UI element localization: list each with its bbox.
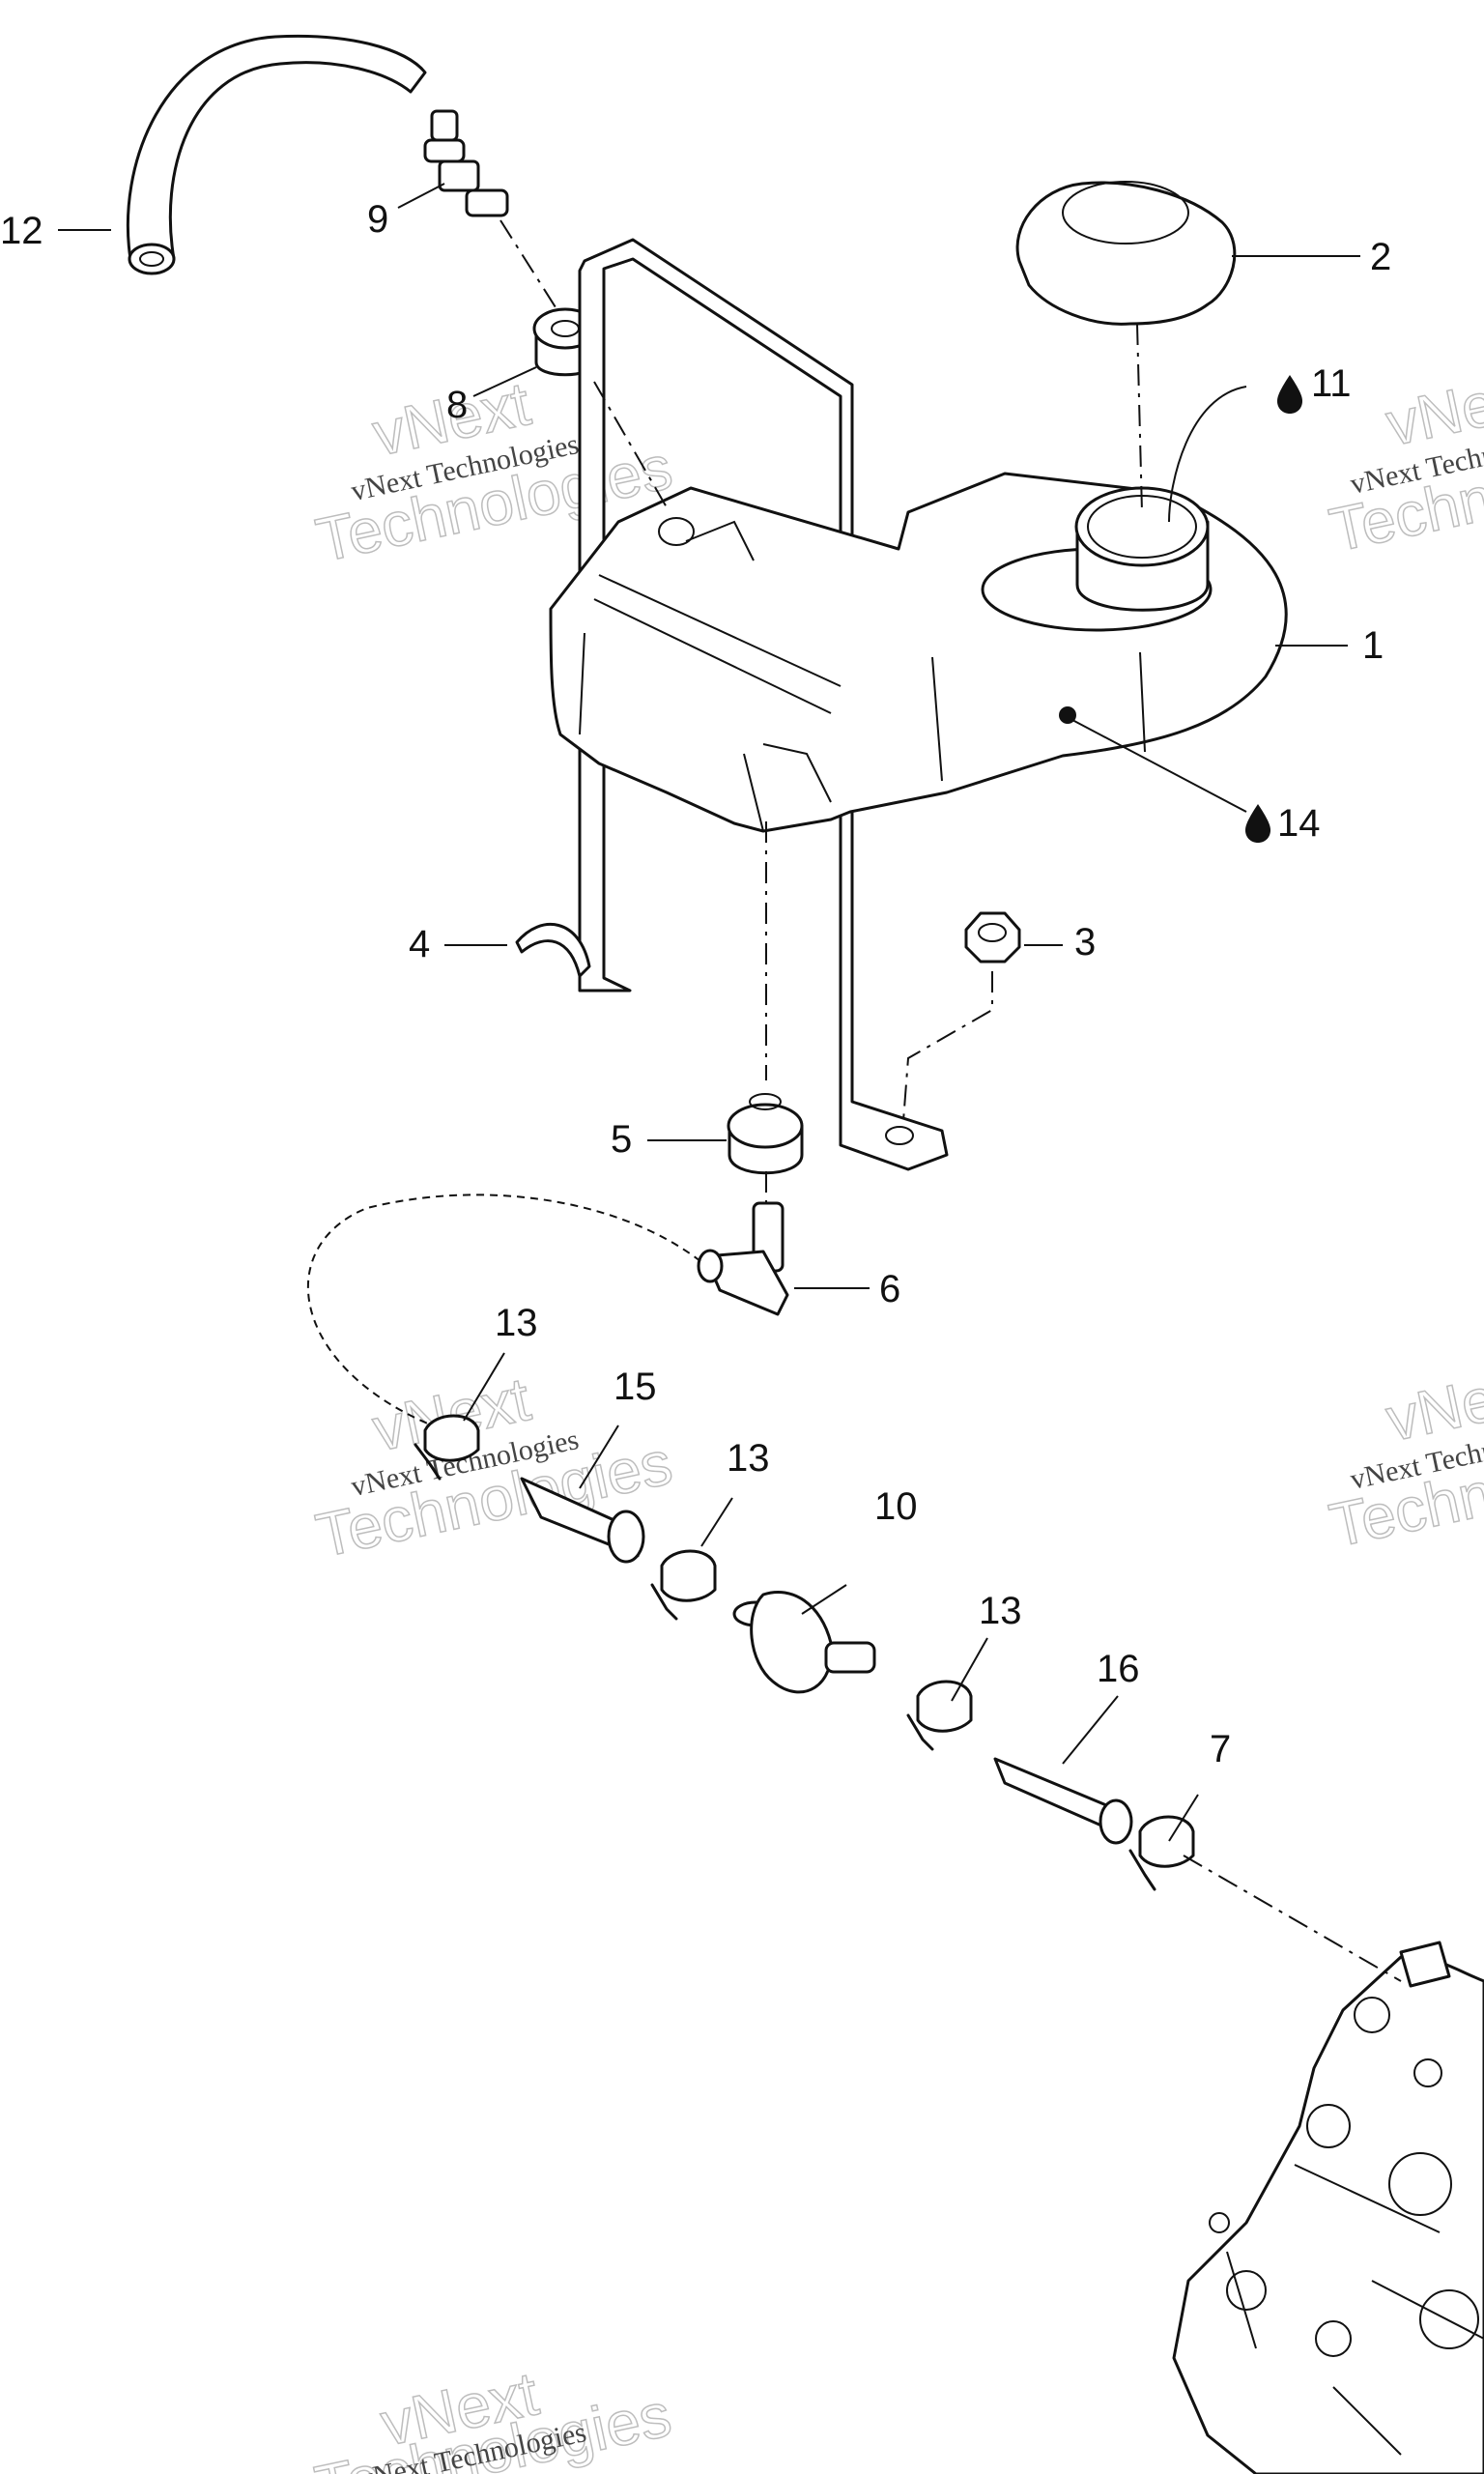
alignment-line [593, 381, 668, 508]
tank-cap [1015, 181, 1237, 326]
watermark-middle-right: vNext Technologies vNext Technologies [1323, 1353, 1484, 1562]
callout-8: 8 [446, 384, 468, 426]
callout-11: 11 [1311, 362, 1352, 405]
callout-13: 13 [727, 1437, 770, 1480]
alignment-line [1183, 1855, 1402, 1982]
callout-4: 4 [409, 923, 430, 965]
callout-15: 15 [614, 1366, 657, 1408]
fuel-filter [732, 1590, 876, 1694]
callout-2: 2 [1370, 236, 1391, 278]
hose-segment [993, 1757, 1133, 1845]
elbow-fitting [697, 1201, 789, 1316]
hose-clamp [414, 1414, 480, 1481]
callout-9: 9 [367, 198, 388, 241]
lower-grommet [727, 1093, 804, 1175]
oil-drop-icon [1245, 804, 1270, 843]
pump-assembly [1172, 1941, 1484, 2474]
oil-drop-icon [1277, 375, 1302, 414]
callout-6: 6 [879, 1268, 900, 1310]
callout-13: 13 [495, 1302, 538, 1344]
callout-13: 13 [979, 1590, 1022, 1632]
alignment-line [1136, 323, 1143, 513]
callout-14: 14 [1277, 802, 1321, 845]
hose-clamp [906, 1680, 973, 1751]
callout-16: 16 [1097, 1648, 1140, 1690]
callout-3: 3 [1074, 921, 1096, 964]
tank-body [549, 472, 1288, 833]
fill-point-marker [1059, 706, 1076, 724]
alignment-line [902, 971, 993, 1122]
hose-segment [520, 1477, 645, 1564]
callout-1: 1 [1362, 624, 1384, 667]
watermark-bottom-left: vNext Technologies vNext Technologies [308, 2357, 677, 2474]
callout-7: 7 [1210, 1728, 1231, 1770]
alignment-line [499, 219, 556, 308]
vent-fitting [423, 109, 509, 217]
callout-10: 10 [874, 1485, 918, 1528]
callout-5: 5 [611, 1118, 632, 1161]
hose-clamp [1128, 1815, 1195, 1891]
vent-hose [126, 34, 427, 275]
callout-12: 12 [0, 210, 43, 252]
hose-clamp [650, 1549, 717, 1621]
hex-nut [964, 911, 1021, 964]
